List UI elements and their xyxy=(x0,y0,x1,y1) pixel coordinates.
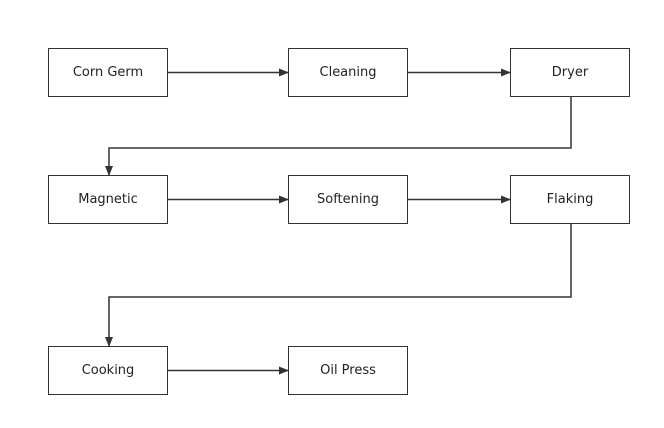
node-cooking: Cooking xyxy=(48,346,168,395)
node-cleaning: Cleaning xyxy=(288,48,408,97)
edge-flaking-to-cooking xyxy=(105,224,572,347)
node-dryer: Dryer xyxy=(510,48,630,97)
node-corn-germ: Corn Germ xyxy=(48,48,168,97)
node-flaking: Flaking xyxy=(510,175,630,224)
edge-dryer-to-magnetic xyxy=(105,97,572,176)
node-magnetic: Magnetic xyxy=(48,175,168,224)
node-oil-press: Oil Press xyxy=(288,346,408,395)
node-softening: Softening xyxy=(288,175,408,224)
